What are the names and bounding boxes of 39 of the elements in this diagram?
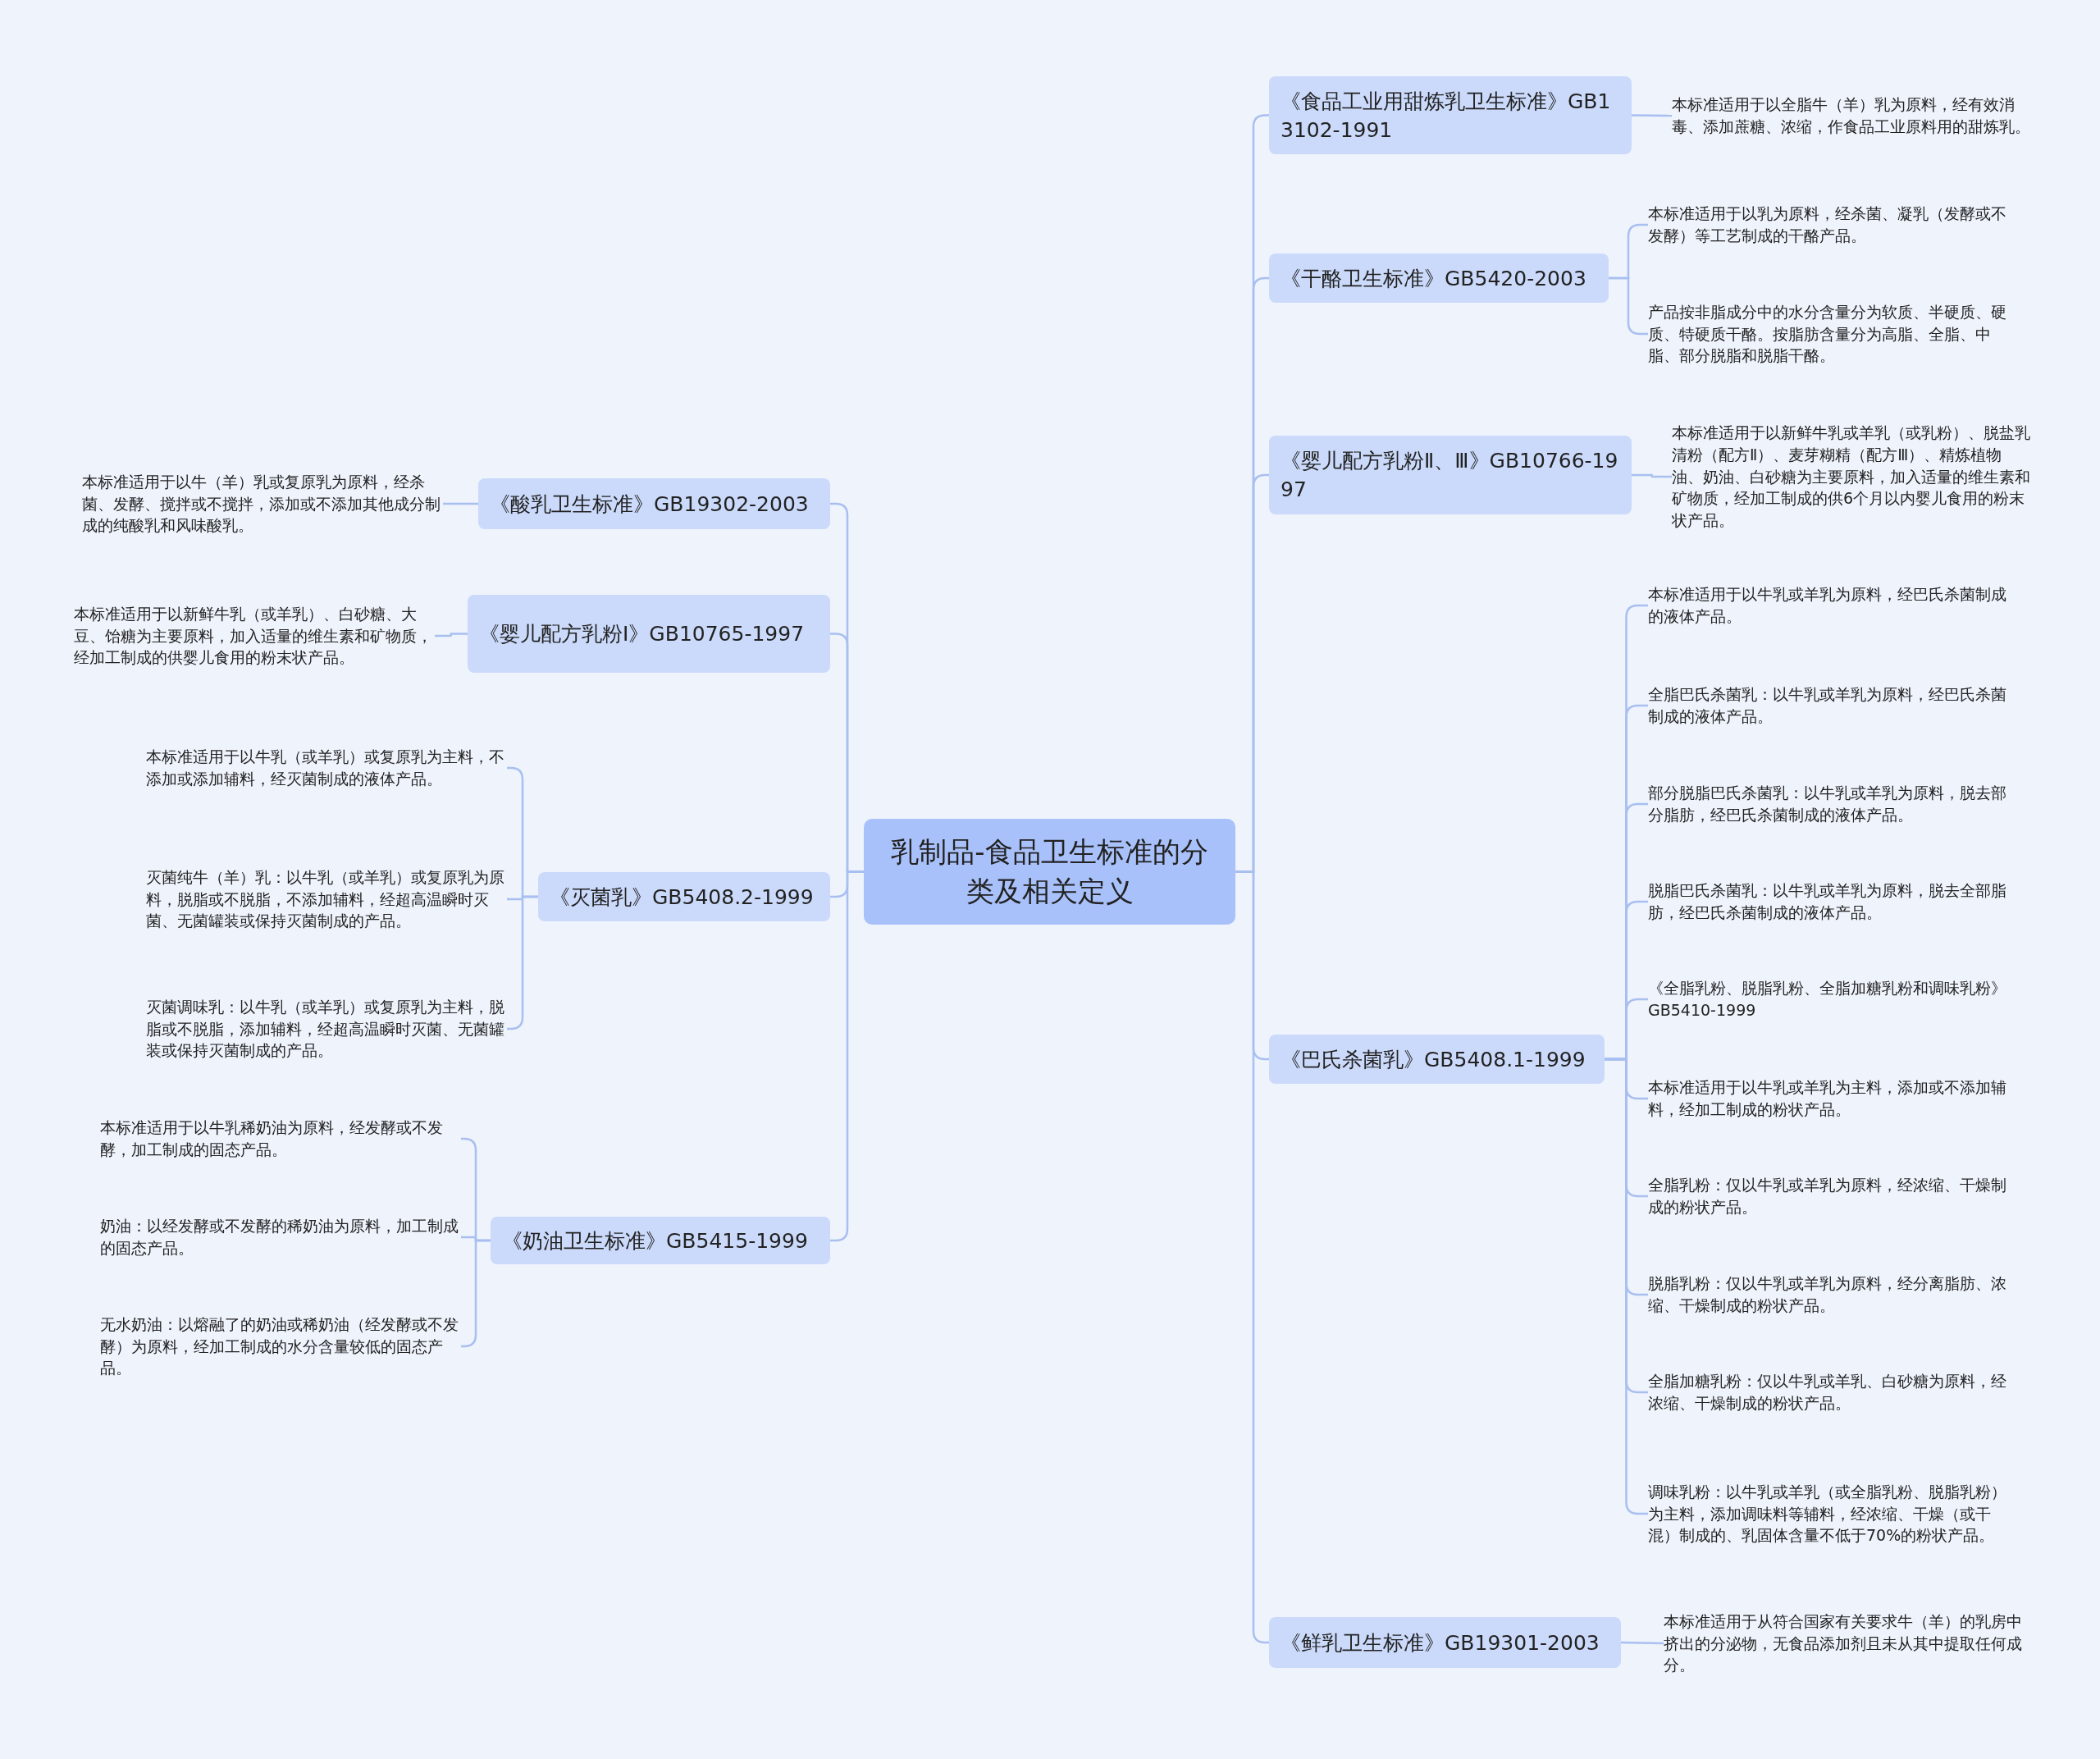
- topic-box: 《酸乳卫生标准》GB19302-2003: [478, 478, 830, 529]
- description-text: 无水奶油：以熔融了的奶油或稀奶油（经发酵或不发酵）为原料，经加工制成的水分含量较低的固态产品。: [100, 1309, 461, 1383]
- description-text: 本标准适用于以乳为原料，经杀菌、凝乳（发酵或不发酵）等工艺制成的干酪产品。: [1648, 200, 2009, 249]
- topic-box: 《灭菌乳》GB5408.2-1999: [538, 872, 830, 921]
- description-text: 灭菌纯牛（羊）乳：以牛乳（或羊乳）或复原乳为原料，脱脂或不脱脂，不添加辅料，经超高温瞬时灭菌、无菌罐装或保持灭菌制成的产品。: [146, 850, 507, 948]
- topic-box: 《鲜乳卫生标准》GB19301-2003: [1269, 1617, 1621, 1668]
- description-text: 全脂巴氏杀菌乳：以牛乳或羊乳为原料，经巴氏杀菌制成的液体产品。: [1648, 681, 2009, 730]
- description-text: 本标准适用于以牛（羊）乳或复原乳为原料，经杀菌、发酵、搅拌或不搅拌，添加或不添加其他成分制成的纯酸乳和风味酸乳。: [82, 469, 443, 538]
- connector-line: [830, 870, 864, 1242]
- description-text: 奶油：以经发酵或不发酵的稀奶油为原料，加工制成的固态产品。: [100, 1213, 461, 1262]
- description-text: 本标准适用于以牛乳或羊乳为原料，经巴氏杀菌制成的液体产品。: [1648, 581, 2009, 630]
- description-text: 本标准适用于以全脂牛（羊）乳为原料，经有效消毒、添加蔗糖、浓缩，作食品工业原料用的甜炼乳。: [1672, 80, 2033, 151]
- description-text: 调味乳粉：以牛乳或羊乳（或全脂乳粉、脱脂乳粉）为主料，添加调味料等辅料，经浓缩、干燥（或干混）制成的、乳固体含量不低于70%的粉状产品。: [1648, 1465, 2009, 1562]
- topic-box: 《巴氏杀菌乳》GB5408.1-1999: [1269, 1035, 1605, 1084]
- connector-line: [1632, 473, 1672, 478]
- description-text: 本标准适用于从符合国家有关要求牛（羊）的乳房中挤出的分泌物，无食品添加剂且未从其中提取任何成分。: [1664, 1608, 2025, 1679]
- topic-box: 《奶油卫生标准》GB5415-1999: [491, 1217, 830, 1264]
- topic-box: 《食品工业用甜炼乳卫生标准》GB13102-1991: [1269, 76, 1632, 154]
- description-text: 产品按非脂成分中的水分含量分为软质、半硬质、硬质、特硬质干酪。按脂肪含量分为高脂、全脂、中脂、部分脱脂和脱脂干酪。: [1648, 297, 2009, 371]
- connector-line: [443, 502, 478, 505]
- description-text: 《全脂乳粉、脱脂乳粉、全脂加糖乳粉和调味乳粉》GB5410-1999: [1648, 975, 2009, 1024]
- description-text: 本标准适用于以牛乳或羊乳为主料，添加或不添加辅料，经加工制成的粉状产品。: [1648, 1074, 2009, 1123]
- topic-box: 《干酪卫生标准》GB5420-2003: [1269, 254, 1609, 303]
- connector-line: [1620, 1641, 1664, 1645]
- connector-line: [1632, 114, 1672, 117]
- description-text: 脱脂巴氏杀菌乳：以牛乳或羊乳为原料，脱去全部脂肪，经巴氏杀菌制成的液体产品。: [1648, 877, 2009, 926]
- description-text: 本标准适用于以新鲜牛乳或羊乳（或乳粉）、脱盐乳清粉（配方Ⅱ）、麦芽糊精（配方Ⅲ）、精炼植物油、奶油、白砂糖为主要原料，加入适量的维生素和矿物质，经加工制成的供6个月以内婴儿食用的粉末状产品。: [1672, 418, 2033, 535]
- description-text: 脱脂乳粉：仅以牛乳或羊乳为原料，经分离脂肪、浓缩、干燥制成的粉状产品。: [1648, 1270, 2009, 1319]
- description-text: 全脂乳粉：仅以牛乳或羊乳为原料，经浓缩、干燥制成的粉状产品。: [1648, 1172, 2009, 1221]
- description-text: 全脂加糖乳粉：仅以牛乳或羊乳、白砂糖为原料，经浓缩、干燥制成的粉状产品。: [1648, 1368, 2009, 1417]
- description-text: 灭菌调味乳：以牛乳（或羊乳）或复原乳为主料，脱脂或不脱脂，添加辅料，经超高温瞬时灭菌、无菌罐装或保持灭菌制成的产品。: [146, 991, 507, 1067]
- connector-line: [435, 633, 468, 637]
- description-text: 本标准适用于以新鲜牛乳（或羊乳）、白砂糖、大豆、饴糖为主要原料，加入适量的维生素和矿物质，经加工制成的供婴儿食用的粉末状产品。: [74, 591, 435, 681]
- central-topic-box: 乳制品-食品卫生标准的分类及相关定义: [864, 819, 1235, 925]
- description-text: 部分脱脂巴氏杀菌乳：以牛乳或羊乳为原料，脱去部分脂肪，经巴氏杀菌制成的液体产品。: [1648, 779, 2009, 829]
- description-text: 本标准适用于以牛乳稀奶油为原料，经发酵或不发酵，加工制成的固态产品。: [100, 1114, 461, 1163]
- topic-box: 《婴儿配方乳粉Ⅱ、Ⅲ》GB10766-1997: [1269, 436, 1632, 514]
- description-text: 本标准适用于以牛乳（或羊乳）或复原乳为主料，不添加或添加辅料，经灭菌制成的液体产品。: [146, 730, 507, 806]
- topic-box: 《婴儿配方乳粉Ⅰ》GB10765-1997: [468, 595, 830, 673]
